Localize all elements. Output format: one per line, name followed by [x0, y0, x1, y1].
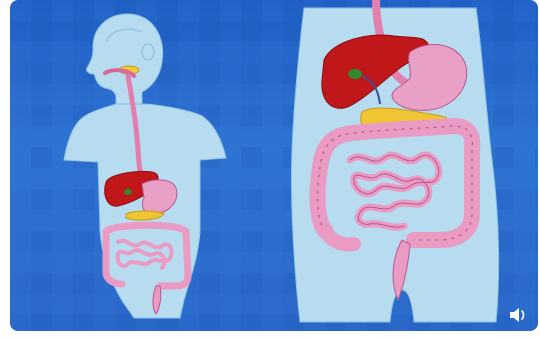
audio-button[interactable]	[508, 307, 530, 325]
digestive-system-illustration	[10, 0, 538, 331]
closeup-gallbladder	[348, 69, 362, 79]
speaker-icon	[508, 307, 528, 323]
torso-closeup-figure	[291, 0, 498, 322]
gallbladder	[124, 189, 132, 195]
illustration-canvas	[10, 0, 538, 331]
